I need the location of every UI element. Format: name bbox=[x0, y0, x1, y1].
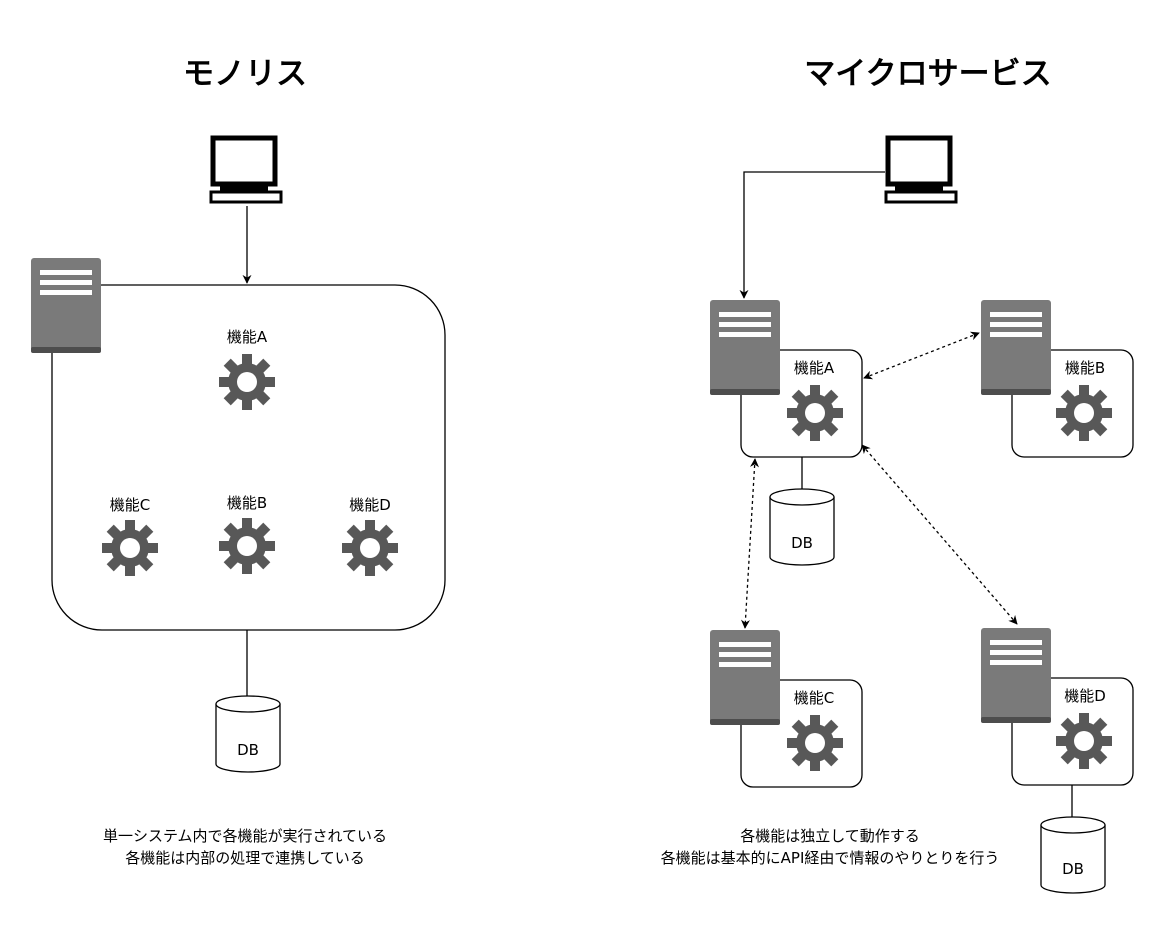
monolith-caption-line-2: 各機能は内部の処理で連携している bbox=[125, 849, 365, 867]
monolith-feature-c-label: 機能C bbox=[110, 496, 150, 514]
monolith-feature-d-gear-icon bbox=[342, 520, 398, 576]
micro-caption: 各機能は独立して動作する 各機能は基本的にAPI経由で情報のやりとりを行う bbox=[661, 825, 1000, 869]
api-link-a-b bbox=[863, 331, 980, 380]
service-c-server-icon bbox=[710, 630, 780, 725]
service-b-label: 機能B bbox=[1065, 359, 1105, 377]
monolith-server-icon bbox=[31, 258, 101, 353]
service-d-gear-icon bbox=[1056, 713, 1112, 769]
monolith-feature-a-gear-icon bbox=[219, 354, 275, 410]
micro-caption-line-1: 各機能は独立して動作する bbox=[740, 827, 920, 845]
micro-client-monitor-icon bbox=[886, 138, 956, 202]
service-d-server-icon bbox=[981, 628, 1051, 723]
service-a-database-icon bbox=[769, 488, 835, 566]
monolith-database-icon bbox=[215, 695, 281, 773]
monolith-caption-line-1: 単一システム内で各機能が実行されている bbox=[102, 827, 388, 845]
monolith-feature-d-label: 機能D bbox=[349, 496, 391, 514]
client-monitor-icon bbox=[211, 138, 281, 202]
monolith-feature-a-label: 機能A bbox=[227, 328, 268, 346]
service-c-label: 機能C bbox=[794, 689, 834, 707]
api-link-a-d bbox=[861, 444, 1018, 625]
monolith-caption: 単一システム内で各機能が実行されている 各機能は内部の処理で連携している bbox=[103, 825, 387, 869]
monolith-feature-b-gear-icon bbox=[219, 518, 275, 574]
service-c-gear-icon bbox=[787, 715, 843, 771]
microservices-title: マイクロサービス bbox=[804, 56, 1052, 92]
api-link-a-c bbox=[740, 458, 760, 629]
service-a-label: 機能A bbox=[794, 359, 835, 377]
service-a-db-label: DB bbox=[791, 534, 813, 552]
service-d-label: 機能D bbox=[1064, 687, 1106, 705]
monolith-feature-b-label: 機能B bbox=[227, 494, 267, 512]
service-d-database-icon bbox=[1040, 816, 1106, 894]
monolith-db-label: DB bbox=[237, 741, 259, 759]
micro-caption-line-2: 各機能は基本的にAPI経由で情報のやりとりを行う bbox=[660, 849, 1000, 867]
service-a-server-icon bbox=[710, 300, 780, 395]
micro-request-arrow bbox=[739, 171, 885, 299]
monolith-feature-c-gear-icon bbox=[102, 520, 158, 576]
service-b-gear-icon bbox=[1056, 385, 1112, 441]
service-b-server-icon bbox=[981, 300, 1051, 395]
service-d-db-label: DB bbox=[1062, 860, 1084, 878]
monolith-title: モノリス bbox=[183, 56, 307, 92]
service-a-gear-icon bbox=[787, 385, 843, 441]
